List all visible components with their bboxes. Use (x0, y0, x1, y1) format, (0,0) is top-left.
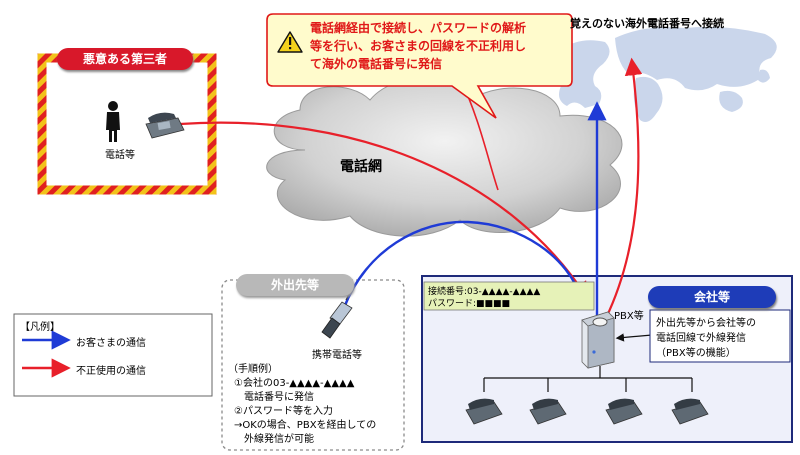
pbx-note-line-1: 外出先等から会社等の (656, 318, 756, 329)
pbx-tree-lines (483, 366, 693, 392)
callout-line-1: 電話網経由で接続し、パスワードの解析 (310, 21, 527, 35)
outing-title: 外出先等 (236, 274, 354, 296)
callout-bubble (266, 13, 573, 119)
legend-item-fraud: 不正使用の通信 (76, 366, 146, 377)
credential-password: パスワード:■■■■ (428, 299, 511, 309)
warning-icon (277, 31, 303, 53)
note-pointer-arrow (615, 333, 653, 342)
company-title: 会社等 (648, 286, 776, 308)
legend-title: 【凡例】 (20, 322, 60, 333)
legit-line-mobile-to-pbx (342, 220, 587, 309)
outing-step-1: ①会社の03-▲▲▲▲-▲▲▲▲ (234, 378, 355, 389)
world-map-icon (555, 26, 777, 122)
legend-item-legit: お客さまの通信 (76, 338, 146, 349)
pbx-note-line-2: 電話回線で外線発信 (656, 333, 746, 344)
outing-step-2: 電話番号に発信 (234, 392, 314, 403)
pbx-note-line-3: （PBX等の機能） (656, 348, 736, 359)
attacker-title: 悪意ある第三者 (57, 48, 193, 70)
desk-phone-icon (529, 398, 567, 425)
cloud-icon (266, 77, 623, 237)
credential-number: 接続番号:03-▲▲▲▲-▲▲▲▲ (428, 287, 541, 297)
outing-step-4: →OKの場合、PBXを経由しての (234, 420, 377, 431)
attacker-phone-label: 電話等 (105, 150, 135, 161)
pbx-note-box (649, 309, 791, 363)
outing-step-3: ②パスワード等を入力 (234, 406, 333, 417)
fraud-line-pbx-to-overseas (605, 57, 643, 319)
fraud-line-attacker-to-pbx (179, 121, 589, 300)
desk-phone-icon (605, 398, 643, 425)
callout-line-2: 等を行い、お客さまの回線を不正利用し (310, 39, 527, 53)
mobile-phone-label: 携帯電話等 (312, 350, 362, 361)
outing-step-5: 外線発信が可能 (234, 434, 314, 445)
outing-box (221, 279, 405, 451)
credential-box (423, 281, 595, 311)
legend-box (13, 313, 213, 397)
desk-phone-icon (671, 398, 709, 425)
person-icon (106, 101, 120, 142)
pbx-server-icon (581, 311, 615, 369)
outing-step-0: （手順例） (228, 364, 278, 375)
overseas-label: 覚えのない海外電話番号へ接続 (570, 17, 724, 30)
pbx-label: PBX等 (614, 311, 644, 322)
desk-phone-icon (145, 112, 185, 139)
desk-phone-icon (465, 398, 503, 425)
callout-line-3: て海外の電話番号に発信 (310, 57, 443, 71)
network-label: 電話網 (340, 159, 382, 175)
